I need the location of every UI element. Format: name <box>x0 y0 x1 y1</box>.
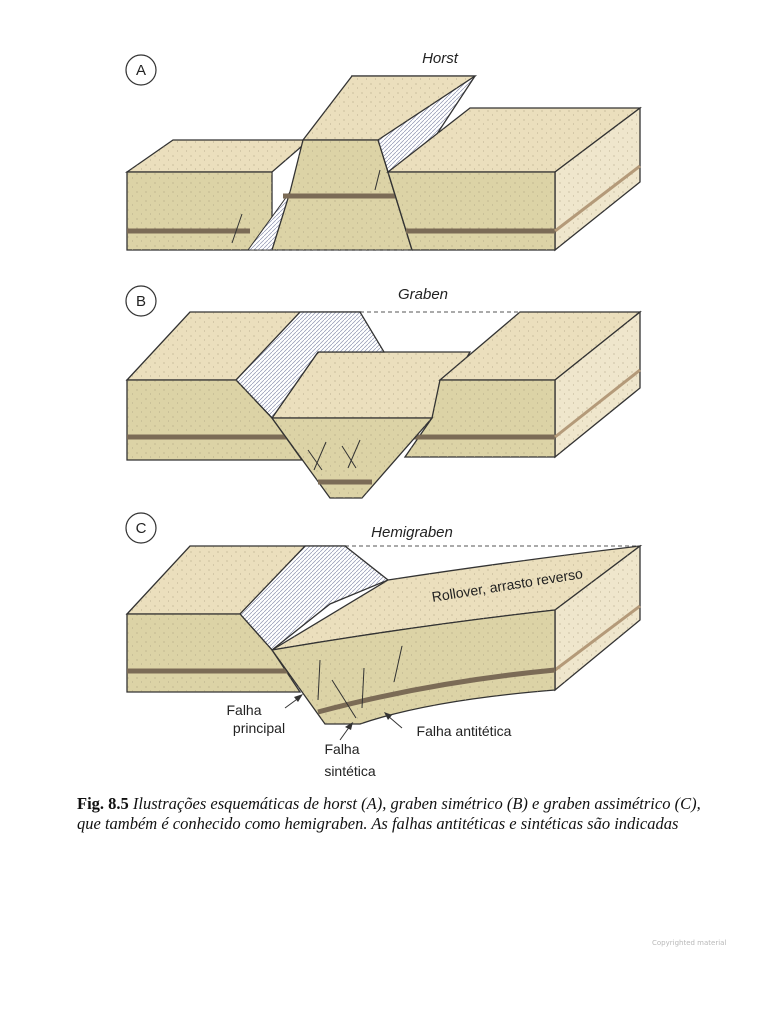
panel-c-title: Hemigraben <box>371 524 453 541</box>
panel-c-badge <box>125 512 157 544</box>
panel-b-title: Graben <box>398 286 448 303</box>
copyright-notice: Copyrighted material <box>652 939 727 947</box>
panel-a-horst: A Horst <box>124 50 642 252</box>
panel-a-letter: A <box>136 62 146 79</box>
panel-c-letter: C <box>136 520 147 537</box>
panel-a-badge <box>125 54 157 86</box>
main-fault-label-1: Falha <box>226 702 261 718</box>
antithetic-fault-label: Falha antitética <box>417 723 512 739</box>
figure-caption: Fig. 8.5 Ilustrações esquemáticas de hor… <box>77 794 717 834</box>
synthetic-fault-label-2: sintética <box>324 763 376 779</box>
panel-b-letter: B <box>136 293 146 310</box>
panel-c-hemigraben: C Hemigraben Rollover, arrasto reverso F… <box>125 512 643 779</box>
figure-number: Fig. 8.5 <box>77 794 129 813</box>
figure-caption-text: Ilustrações esquemáticas de horst (A), g… <box>77 794 701 833</box>
panel-b-badge <box>125 285 157 317</box>
main-fault-label-2: principal <box>233 720 285 736</box>
synthetic-fault-label-1: Falha <box>324 741 359 757</box>
panel-b-graben: B Graben <box>125 285 642 499</box>
panel-a-title: Horst <box>422 50 459 67</box>
